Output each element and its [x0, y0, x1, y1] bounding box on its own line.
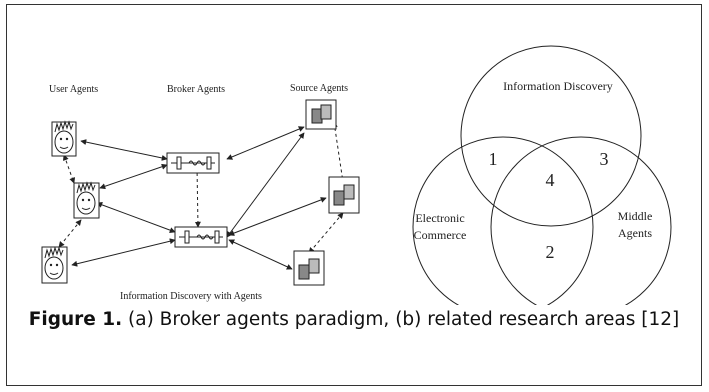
venn-diagram: Information Discovery Electronic Commerc… — [412, 45, 672, 305]
venn-label-agents: Agents — [618, 226, 652, 240]
user-agents-label: User Agents — [49, 84, 98, 95]
venn-label-electronic: Electronic — [415, 211, 464, 225]
venn-region-3: 3 — [600, 149, 609, 169]
agent-connectors — [71, 126, 327, 270]
venn-region-4: 4 — [546, 170, 555, 190]
figure-label: Figure 1. — [28, 309, 123, 330]
broker-agent-2 — [174, 226, 228, 248]
venn-region-2: 2 — [546, 242, 555, 262]
venn-region-1: 1 — [489, 149, 498, 169]
dashed-connectors — [58, 121, 346, 254]
venn-label-information-discovery: Information Discovery — [503, 79, 613, 93]
source-agent-3 — [293, 250, 325, 286]
user-agent-face-3 — [41, 246, 68, 284]
diagram-footer: Information Discovery with Agents — [120, 291, 262, 302]
broker-agents-label: Broker Agents — [167, 84, 225, 95]
venn-label-middle: Middle — [618, 209, 653, 223]
source-agent-1 — [305, 99, 337, 130]
figure-caption-text: (a) Broker agents paradigm, (b) related … — [122, 309, 680, 330]
venn-circle-middle-agents — [490, 136, 672, 305]
figure-frame: User Agents Broker Agents Source Agents — [6, 4, 702, 386]
figure-diagram: User Agents Broker Agents Source Agents — [41, 45, 672, 305]
user-agent-face-1 — [51, 120, 77, 157]
broker-agent-1 — [166, 152, 220, 174]
venn-label-commerce: Commerce — [414, 228, 467, 242]
broker-paradigm-diagram: User Agents Broker Agents Source Agents — [41, 83, 360, 302]
source-agent-2 — [328, 176, 360, 214]
figure-caption: Figure 1. (a) Broker agents paradigm, (b… — [17, 307, 691, 333]
source-agents-label: Source Agents — [290, 83, 348, 94]
user-agent-face-2 — [73, 181, 100, 219]
venn-circle-electronic-commerce — [412, 136, 594, 305]
venn-circle-information-discovery — [460, 45, 642, 227]
